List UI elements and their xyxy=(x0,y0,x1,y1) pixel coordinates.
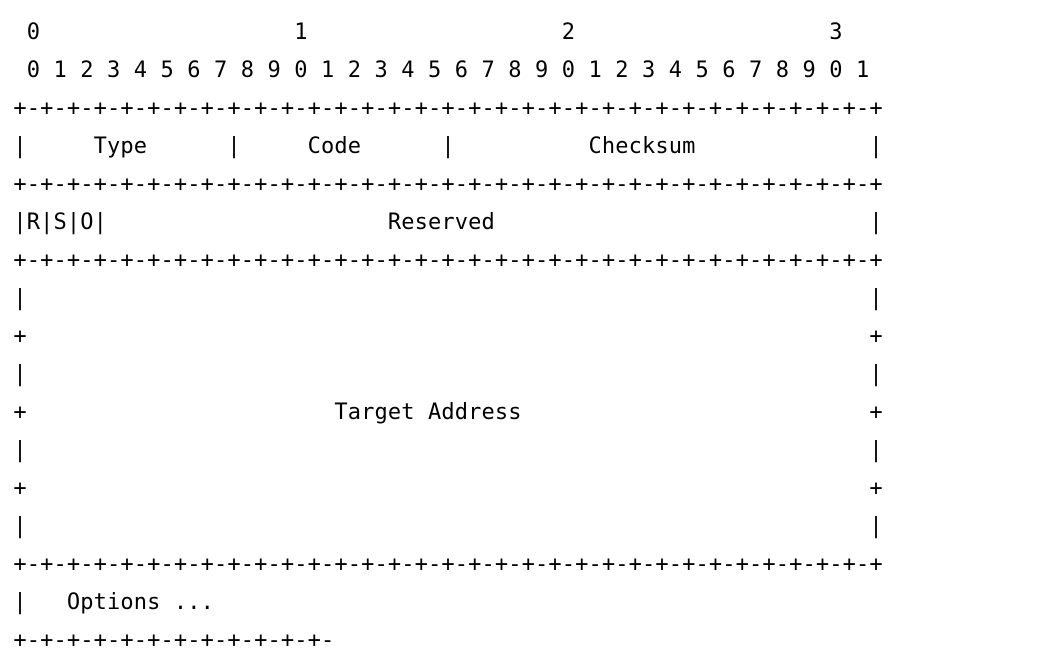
options-row: | Options ... xyxy=(0,590,215,615)
target-address-blank-row-4: | | xyxy=(0,514,883,539)
row-border-1: +-+-+-+-+-+-+-+-+-+-+-+-+-+-+-+-+-+-+-+-… xyxy=(0,96,883,121)
row-border-3: +-+-+-+-+-+-+-+-+-+-+-+-+-+-+-+-+-+-+-+-… xyxy=(0,248,883,273)
target-address-plus-row-1: + + xyxy=(0,324,883,349)
target-address-blank-row-1: | | xyxy=(0,286,883,311)
target-address-blank-row-2: | | xyxy=(0,362,883,387)
options-border: +-+-+-+-+-+-+-+-+-+-+-+- xyxy=(0,628,335,653)
row-border-4: +-+-+-+-+-+-+-+-+-+-+-+-+-+-+-+-+-+-+-+-… xyxy=(0,552,883,577)
target-address-blank-row-3: | | xyxy=(0,438,883,463)
row-border-2: +-+-+-+-+-+-+-+-+-+-+-+-+-+-+-+-+-+-+-+-… xyxy=(0,172,883,197)
bit-index-row: 0 1 2 3 4 5 6 7 8 9 0 1 2 3 4 5 6 7 8 9 … xyxy=(0,58,870,83)
flags-reserved-row: |R|S|O| Reserved | xyxy=(0,210,883,235)
bit-tens-row: 0 1 2 3 xyxy=(0,20,843,45)
target-address-plus-row-2: + + xyxy=(0,476,883,501)
type-code-checksum-row: | Type | Code | Checksum | xyxy=(0,134,883,159)
target-address-label-row: + Target Address + xyxy=(0,400,883,425)
